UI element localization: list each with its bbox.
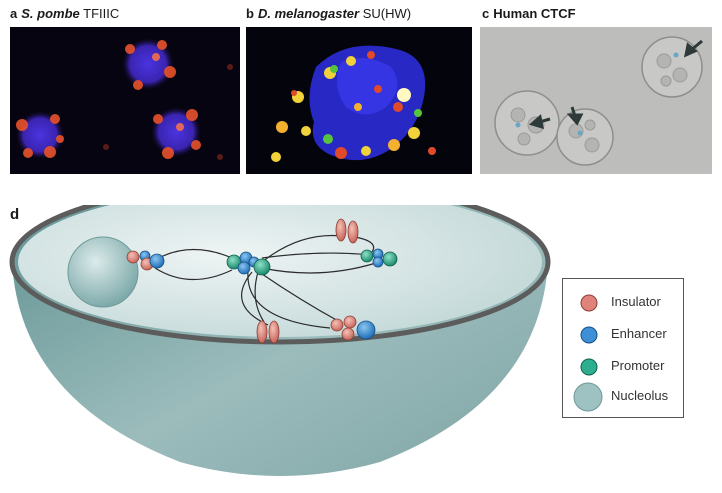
panel-b-micrograph — [246, 27, 472, 174]
loop-2-insulators — [256, 320, 280, 344]
su-hw-chromosome-image — [271, 45, 436, 162]
legend-item-insulator: Insulator — [563, 289, 683, 317]
promoter-swatch — [580, 358, 598, 376]
enhancer-swatch — [580, 326, 598, 344]
cluster-nucleolus — [126, 250, 165, 271]
hemisphere-rim — [9, 205, 551, 345]
su-hw-foci — [271, 51, 436, 162]
loop-1-insulators — [335, 218, 359, 244]
ctcf-signal — [515, 52, 679, 136]
panel-c-micrograph — [480, 27, 712, 174]
legend-label: Enhancer — [611, 326, 667, 341]
legend-item-nucleolus: Nucleolus — [563, 382, 683, 412]
insulator-swatch — [580, 294, 598, 312]
legend-label: Promoter — [611, 358, 665, 373]
arrows — [528, 39, 703, 130]
tfiiic-foci-image — [16, 38, 233, 160]
nucleus-hemisphere-diagram — [9, 205, 551, 476]
legend-item-enhancer: Enhancer — [563, 321, 683, 349]
legend-label: Nucleolus — [611, 388, 669, 403]
legend: Insulator Enhancer Promoter Nucleolus — [562, 278, 684, 418]
panel-a-micrograph — [10, 27, 240, 174]
ctcf-cells-image — [494, 36, 703, 166]
tfiiic-foci — [16, 40, 201, 159]
nucleus — [122, 38, 174, 90]
nucleolus — [67, 236, 139, 308]
panel-d-label: d — [10, 206, 20, 223]
cluster-right — [360, 248, 398, 268]
legend-label: Insulator — [611, 294, 661, 309]
cluster-lower — [330, 315, 376, 341]
nucleolus-swatch — [573, 382, 603, 412]
cluster-center — [226, 251, 271, 276]
legend-item-promoter: Promoter — [563, 353, 683, 381]
